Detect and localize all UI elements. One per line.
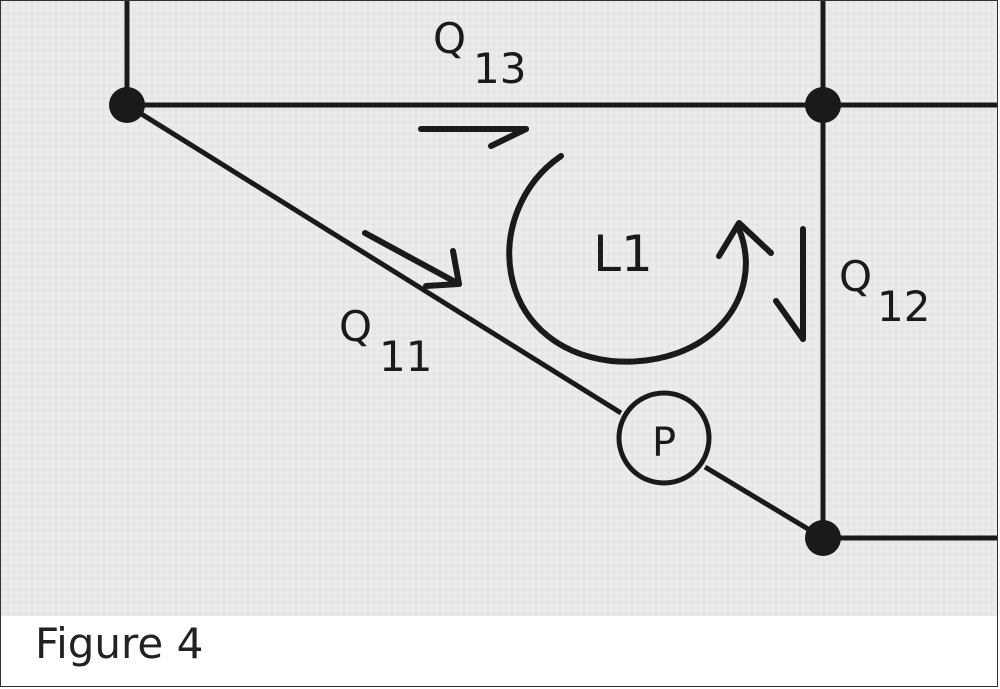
loop-arrow-l1 (506, 153, 774, 365)
node-top-left (109, 87, 145, 123)
label-q11: Q 11 (339, 302, 432, 381)
flow-arrow-q13 (418, 126, 529, 149)
node-top-right (805, 87, 841, 123)
pipe-q11-upper (125, 102, 623, 416)
flow-arrow-q11 (362, 230, 462, 289)
label-q13-sub: 13 (473, 44, 526, 93)
pump-symbol: P (616, 390, 712, 486)
label-q11-sub: 11 (379, 332, 432, 381)
pipe-q11-lower (703, 464, 825, 541)
pipe-network-diagram: P L1 Q 13 Q 12 Q (1, 1, 997, 616)
figure-caption: Figure 4 (35, 619, 204, 668)
loop-label: L1 (593, 225, 653, 283)
node-bottom-right (805, 520, 841, 556)
flow-arrow-q12 (773, 226, 806, 342)
label-q11-letter: Q (339, 302, 372, 351)
label-q12-letter: Q (839, 252, 872, 301)
label-q12: Q 12 (839, 252, 930, 331)
pump-circle (616, 390, 712, 486)
paper-background (1, 1, 997, 616)
label-q13-letter: Q (433, 14, 466, 63)
pump-label: P (652, 420, 676, 466)
label-q13: Q 13 (433, 14, 526, 93)
label-q12-sub: 12 (877, 282, 930, 331)
